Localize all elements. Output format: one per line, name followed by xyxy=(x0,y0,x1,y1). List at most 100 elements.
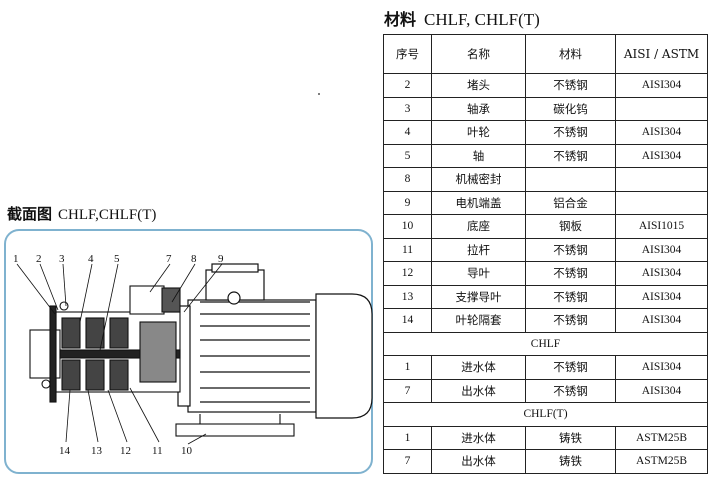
cell-index: 13 xyxy=(383,284,432,309)
cell-material: 铸铁 xyxy=(525,425,616,450)
callout-12: 12 xyxy=(120,445,131,457)
seal-housing xyxy=(161,287,181,313)
callout-3: 3 xyxy=(59,253,65,265)
group-label: CHLF(T) xyxy=(383,402,708,427)
section-title-en: CHLF,CHLF(T) xyxy=(58,207,157,223)
cell-index: 10 xyxy=(383,214,432,239)
cell-index: 8 xyxy=(383,167,432,192)
cell-index: 9 xyxy=(383,190,432,215)
cell-index: 14 xyxy=(383,308,432,333)
cell-material: 不锈钢 xyxy=(525,261,616,286)
cell-standard: AISI304 xyxy=(615,237,708,262)
leader-14 xyxy=(65,389,71,443)
leader-8 xyxy=(171,263,196,303)
cell-material: 不锈钢 xyxy=(525,355,616,380)
cell-index: 2 xyxy=(383,73,432,98)
motor xyxy=(177,263,373,419)
cell-name: 支撑导叶 xyxy=(431,284,526,309)
cell-standard: AISI1015 xyxy=(615,214,708,239)
cell-material: 铸铁 xyxy=(525,449,616,474)
callout-7: 7 xyxy=(166,253,172,265)
cell-index: 5 xyxy=(383,143,432,168)
leader-10 xyxy=(187,433,207,445)
cell-index: 11 xyxy=(383,237,432,262)
table-group-row: CHLF xyxy=(383,331,708,356)
cell-material: 不锈钢 xyxy=(525,284,616,309)
callout-10: 10 xyxy=(181,445,193,457)
cell-material: 不锈钢 xyxy=(525,378,616,403)
cell-material: 不锈钢 xyxy=(525,120,616,145)
cell-name: 堵头 xyxy=(431,73,526,98)
cell-material: 不锈钢 xyxy=(525,237,616,262)
cell-standard: AISI304 xyxy=(615,308,708,333)
callout-4: 4 xyxy=(88,253,94,265)
callout-9: 9 xyxy=(218,253,224,265)
cell-index: 3 xyxy=(383,96,432,121)
leader-1 xyxy=(16,263,56,315)
plug xyxy=(59,301,69,311)
cell-material: 不锈钢 xyxy=(525,308,616,333)
stage-2-upper xyxy=(85,317,105,349)
stage-1-lower xyxy=(61,359,81,391)
leader-3 xyxy=(62,263,67,307)
cell-index: 4 xyxy=(383,120,432,145)
leader-2 xyxy=(39,263,59,311)
stage-1-upper xyxy=(61,317,81,349)
group-label: CHLF xyxy=(383,331,708,356)
section-title-cn: 截面图 xyxy=(7,205,53,223)
cell-standard xyxy=(615,167,708,192)
cell-standard: AISI304 xyxy=(615,120,708,145)
stage-3-upper xyxy=(109,317,129,349)
pump xyxy=(29,285,181,403)
cell-name: 叶轮 xyxy=(431,120,526,145)
cell-material: 铝合金 xyxy=(525,190,616,215)
cell-material xyxy=(525,167,616,192)
cell-standard: AISI304 xyxy=(615,355,708,380)
cell-index: 7 xyxy=(383,449,432,474)
outlet-port xyxy=(129,285,165,315)
callout-1: 1 xyxy=(13,253,19,265)
header-name: 名称 xyxy=(431,34,526,74)
callout-8: 8 xyxy=(191,253,197,265)
callout-5: 5 xyxy=(114,253,120,265)
callout-14: 14 xyxy=(59,445,71,457)
cell-material: 不锈钢 xyxy=(525,143,616,168)
cell-standard: ASTM25B xyxy=(615,425,708,450)
cell-name: 电机端盖 xyxy=(431,190,526,215)
cell-name: 拉杆 xyxy=(431,237,526,262)
stage-2-lower xyxy=(85,359,105,391)
motor-fan-cover xyxy=(315,293,373,419)
cell-name: 轴 xyxy=(431,143,526,168)
cell-material: 碳化钨 xyxy=(525,96,616,121)
table-group-row: CHLF(T) xyxy=(383,402,708,427)
cell-index: 7 xyxy=(383,378,432,403)
cell-name: 进水体 xyxy=(431,425,526,450)
materials-title-en: CHLF, CHLF(T) xyxy=(424,10,540,29)
cell-name: 出水体 xyxy=(431,449,526,474)
drain-plug xyxy=(41,379,51,389)
cell-material: 钢板 xyxy=(525,214,616,239)
cell-name: 叶轮隔套 xyxy=(431,308,526,333)
leader-5 xyxy=(99,263,119,351)
cell-standard xyxy=(615,96,708,121)
header-index: 序号 xyxy=(383,34,432,74)
stage-3-lower xyxy=(109,359,129,391)
cell-name: 机械密封 xyxy=(431,167,526,192)
callout-2: 2 xyxy=(36,253,42,265)
leader-9 xyxy=(183,263,223,313)
pump-section-diagram: 1 2 3 4 5 7 8 9 14 13 12 11 10 xyxy=(4,229,373,474)
cell-standard: AISI304 xyxy=(615,378,708,403)
cell-index: 1 xyxy=(383,355,432,380)
leader-12 xyxy=(107,389,128,443)
stray-dot xyxy=(318,93,320,95)
